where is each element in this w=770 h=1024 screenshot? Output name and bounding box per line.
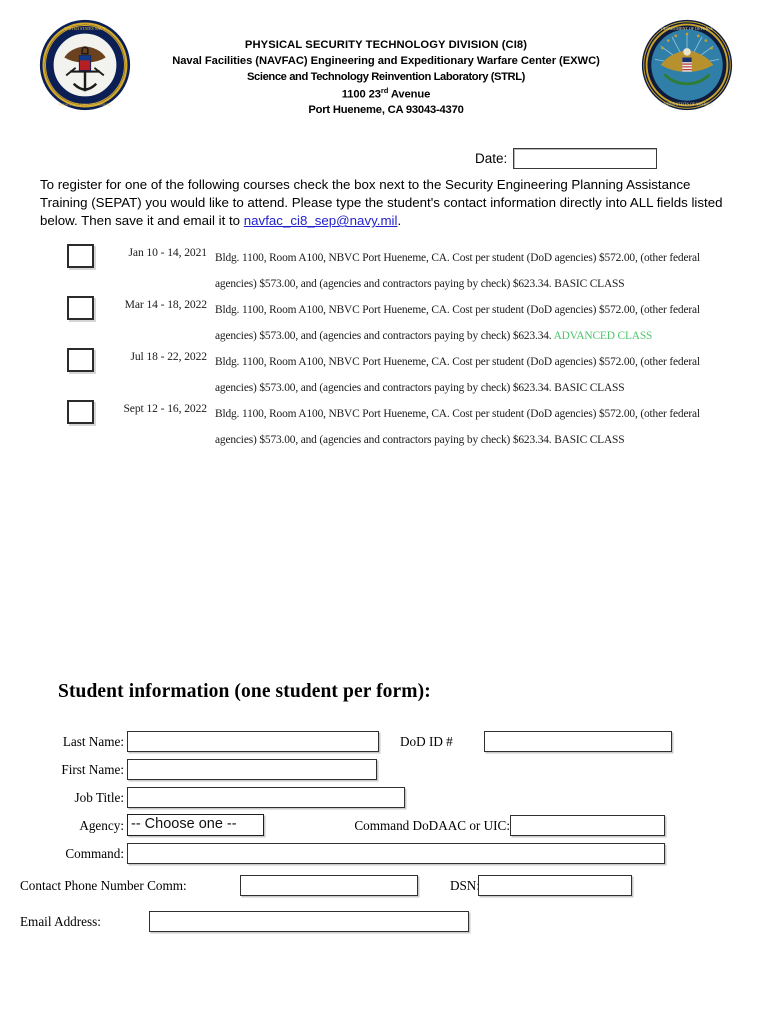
form-row-last-name: Last Name: DoD ID # [0,731,770,759]
last-name-input[interactable] [127,731,379,752]
student-information-form: Last Name: DoD ID # First Name: Job Titl… [0,731,770,941]
email-address-input[interactable] [149,911,469,932]
form-row-job-title: Job Title: [0,787,770,815]
page-header: UNITED STATES NAVY NAVAL FACILITIES ENGI… [0,0,770,140]
last-name-label: Last Name: [62,734,124,749]
department-of-defense-seal-icon: DEPARTMENT OF DEFENSE UNITED STATES OF A… [640,18,734,112]
agency-select[interactable]: -- Choose one -- [127,814,264,836]
email-address-label: Email Address: [20,914,101,929]
course-detail-text-1: Bldg. 1100, Room A100, NBVC Port Hueneme… [215,304,700,343]
instructions-text-part1: To register for one of the following cou… [40,177,723,229]
command-input[interactable] [127,843,665,864]
student-information-title: Student information (one student per for… [58,681,431,702]
form-row-agency: Agency: -- Choose one -- Command DoDAAC … [0,814,770,843]
course-checkbox-3[interactable] [67,400,94,424]
course-detail-text-3: Bldg. 1100, Room A100, NBVC Port Hueneme… [215,408,700,447]
registration-instructions: To register for one of the following cou… [40,176,728,230]
course-description-0: Bldg. 1100, Room A100, NBVC Port Hueneme… [215,245,725,297]
dsn-label: DSN: [449,878,480,893]
course-row: Mar 14 - 18, 2022 Bldg. 1100, Room A100,… [0,292,770,344]
course-class-type-1: ADVANCED CLASS [553,330,653,343]
course-detail-text-0: Bldg. 1100, Room A100, NBVC Port Hueneme… [215,252,700,291]
header-line-street: 1100 23rd Avenue [341,85,431,101]
form-row-email: Email Address: [0,911,770,941]
course-checkbox-0[interactable] [67,244,94,268]
course-date-1: Mar 14 - 18, 2022 [124,298,207,311]
svg-text:DEPARTMENT OF DEFENSE: DEPARTMENT OF DEFENSE [661,26,714,31]
dod-id-label: DoD ID # [400,734,453,749]
course-class-type-2: BASIC CLASS [554,382,625,395]
course-date-3: Sept 12 - 16, 2022 [123,402,207,415]
course-list: Jan 10 - 14, 2021 Bldg. 1100, Room A100,… [0,240,770,448]
course-class-type-0: BASIC CLASS [554,278,625,291]
form-row-phone: Contact Phone Number Comm: DSN: [0,875,770,911]
course-class-type-3: BASIC CLASS [554,434,625,447]
form-row-command: Command: [0,843,770,875]
course-checkbox-1[interactable] [67,296,94,320]
job-title-input[interactable] [127,787,405,808]
comm-phone-input[interactable] [240,875,418,896]
date-field-row: Date: [475,148,658,169]
job-title-label: Job Title: [74,790,124,805]
first-name-label: First Name: [61,762,124,777]
form-row-first-name: First Name: [0,759,770,787]
dodaac-label: Command DoDAAC or UIC: [354,818,510,833]
svg-text:UNITED STATES NAVY: UNITED STATES NAVY [64,26,105,31]
date-input[interactable] [513,148,658,169]
dsn-input[interactable] [478,875,632,896]
header-address-block: PHYSICAL SECURITY TECHNOLOGY DIVISION (C… [160,38,612,119]
navy-navfac-seal-icon: UNITED STATES NAVY NAVAL FACILITIES ENGI… [38,18,132,112]
course-description-1: Bldg. 1100, Room A100, NBVC Port Hueneme… [215,297,725,349]
date-label: Date: [475,151,508,166]
course-description-2: Bldg. 1100, Room A100, NBVC Port Hueneme… [215,349,725,401]
contact-email-link[interactable]: navfac_ci8_sep@navy.mil [243,213,398,229]
svg-text:UNITED STATES OF AMERICA: UNITED STATES OF AMERICA [661,102,713,106]
course-row: Jul 18 - 22, 2022 Bldg. 1100, Room A100,… [0,344,770,396]
dod-id-input[interactable] [484,731,672,752]
header-line-division: PHYSICAL SECURITY TECHNOLOGY DIVISION (C… [244,39,528,51]
course-detail-text-2: Bldg. 1100, Room A100, NBVC Port Hueneme… [215,356,700,395]
course-row: Jan 10 - 14, 2021 Bldg. 1100, Room A100,… [0,240,770,292]
svg-text:NAVAL FACILITIES ENGINEERING: NAVAL FACILITIES ENGINEERING [58,102,112,106]
header-line-city: Port Hueneme, CA 93043-4370 [308,104,464,117]
agency-label: Agency: [79,818,124,833]
header-line-strl: Science and Technology Reinvention Labor… [247,70,525,83]
command-label: Command: [65,846,124,861]
first-name-input[interactable] [127,759,377,780]
header-line-navfac: Naval Facilities (NAVFAC) Engineering an… [172,54,600,67]
course-checkbox-2[interactable] [67,348,94,372]
course-date-0: Jan 10 - 14, 2021 [128,246,208,259]
contact-phone-label: Contact Phone Number Comm: [20,878,187,893]
ordinal-suffix: rd [380,85,389,95]
dodaac-input[interactable] [510,815,665,836]
course-date-2: Jul 18 - 22, 2022 [130,350,207,363]
instructions-text-part2: . [397,213,402,229]
course-row: Sept 12 - 16, 2022 Bldg. 1100, Room A100… [0,396,770,448]
course-description-3: Bldg. 1100, Room A100, NBVC Port Hueneme… [215,401,725,453]
